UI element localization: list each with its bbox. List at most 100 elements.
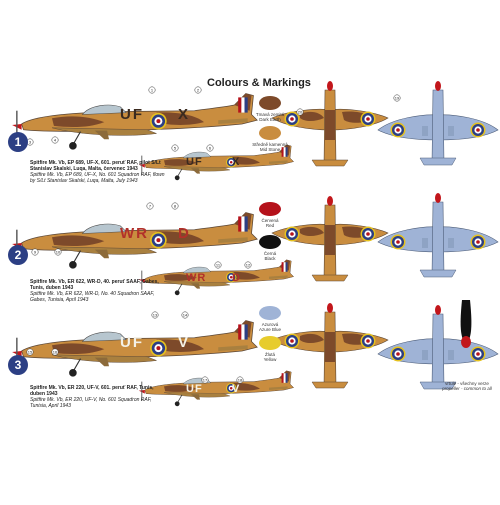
- callout-number: 1: [151, 88, 154, 93]
- fin-flash: [281, 262, 288, 272]
- callout-circle: [214, 261, 222, 269]
- fin-flash-blue: [285, 147, 288, 157]
- oil-cooler-ventral: [448, 238, 454, 248]
- camo-patch: [230, 271, 260, 280]
- callout-circle: [296, 108, 304, 116]
- callout-10: 10: [54, 248, 62, 256]
- fin-flash-white: [241, 216, 245, 232]
- callout-9: 9: [31, 248, 39, 256]
- bottom-view-1: [377, 81, 499, 166]
- bottom-view-2: [377, 193, 499, 278]
- tailplane-dorsal: [311, 159, 349, 167]
- fin-flash: [238, 324, 248, 340]
- fuselage-roundel: [225, 382, 237, 394]
- swatch-label-azure-blue: Azurová Azure Blue: [245, 322, 295, 332]
- canopy: [81, 223, 127, 234]
- wheel: [174, 175, 180, 181]
- canopy: [182, 266, 212, 274]
- camo-patch-spine: [325, 332, 335, 362]
- spinner: [435, 193, 441, 203]
- swatch-label-red: Červená Red: [245, 218, 295, 228]
- callout-circle: [146, 202, 154, 210]
- fuselage-roundel: [150, 112, 167, 130]
- callout-circle: [181, 311, 189, 319]
- callout-number: 11: [216, 263, 221, 268]
- profile-small-1: [138, 144, 295, 181]
- wing-roundel-left-red: [290, 339, 294, 343]
- fin-flash-white: [241, 97, 245, 113]
- code-left-2: WR: [120, 225, 149, 242]
- spinner: [327, 303, 333, 313]
- swatch-label-en: Mid Stone: [259, 147, 281, 152]
- canopy: [182, 151, 212, 159]
- swatch-label-en: Azure Blue: [258, 327, 281, 332]
- fuselage-roundel-red: [229, 160, 233, 164]
- callout-circle: [206, 144, 214, 152]
- fin-flash-white: [283, 147, 286, 157]
- underwing-roundel-right: [470, 346, 486, 362]
- callout-number: 19: [395, 96, 400, 101]
- callout-14: 14: [181, 311, 189, 319]
- oil-cooler-ventral: [448, 126, 454, 136]
- callout-circle: [31, 248, 39, 256]
- profile-large-1: [12, 93, 258, 150]
- fuselage-roundel: [225, 156, 237, 168]
- wing-roundel-right-red: [366, 117, 370, 121]
- swatch-label-black: Černá Black: [245, 251, 295, 261]
- camo-patch: [164, 385, 197, 392]
- profile-caption-2: Spitfire Mk. Vb, ER 622, WR-D, 40. peruť…: [30, 279, 165, 303]
- callout-11: 11: [214, 261, 222, 269]
- top-view-2: [271, 196, 389, 282]
- propeller-blade-detail: [460, 300, 472, 340]
- fin-flash-red: [281, 262, 284, 272]
- callout-number: 17: [203, 378, 208, 383]
- callout-2: 2: [194, 86, 202, 94]
- fin-flash-blue: [244, 324, 248, 340]
- callout-3: 3: [26, 138, 34, 146]
- tailplane-ventral: [419, 269, 457, 278]
- radiator: [191, 168, 200, 174]
- wing-roundel-right: [360, 226, 376, 242]
- underwing-roundel-left-red: [396, 128, 400, 132]
- code-small-left-1: UF: [186, 156, 203, 168]
- swatch-label-yellow: Žlutá Yellow: [245, 352, 295, 362]
- fin-flash: [281, 373, 288, 383]
- underwing-roundel-left-red: [396, 240, 400, 244]
- camo-patch: [52, 235, 105, 247]
- wing-roundel-left-red: [290, 232, 294, 236]
- fin-flash-red: [281, 147, 284, 157]
- fuselage-roundel: [150, 339, 167, 357]
- camo-patch: [230, 382, 260, 391]
- swatch-label-dark-earth: Tmavá zemitá Dark Earth: [245, 112, 295, 122]
- code-small-right-1: X: [232, 156, 241, 168]
- callout-circle: [51, 348, 59, 356]
- radiator: [191, 394, 200, 400]
- camo-patch: [300, 226, 324, 236]
- oil-cooler-ventral: [448, 350, 454, 360]
- radiator-ventral: [422, 350, 428, 360]
- underwing-roundel-left: [390, 346, 406, 362]
- callout-circle: [171, 202, 179, 210]
- profile-number-1: 1: [8, 132, 28, 152]
- swatch-label-cz: Červená: [261, 218, 279, 223]
- code-left-1: UF: [120, 106, 144, 123]
- bottom-view-3: [377, 305, 499, 390]
- callout-17: 17: [201, 376, 209, 384]
- callout-circle: [51, 136, 59, 144]
- callout-1: 1: [148, 86, 156, 94]
- wheel: [69, 142, 77, 150]
- propeller-note-en: propeller - common to all: [442, 386, 492, 391]
- wing-roundel-left-red: [290, 117, 294, 121]
- camo-patch: [300, 111, 324, 121]
- profile-number-2: 2: [8, 245, 28, 265]
- fuselage-roundel-red: [156, 119, 161, 124]
- fin-flash-blue: [244, 97, 248, 113]
- code-small-left-2: WR: [186, 272, 207, 284]
- camo-patch: [164, 274, 197, 281]
- underwing-roundel-left-red: [396, 352, 400, 356]
- callout-6: 6: [206, 144, 214, 152]
- propeller-note-cz: vrtule - všechny verze: [445, 381, 489, 386]
- tailplane: [218, 237, 248, 243]
